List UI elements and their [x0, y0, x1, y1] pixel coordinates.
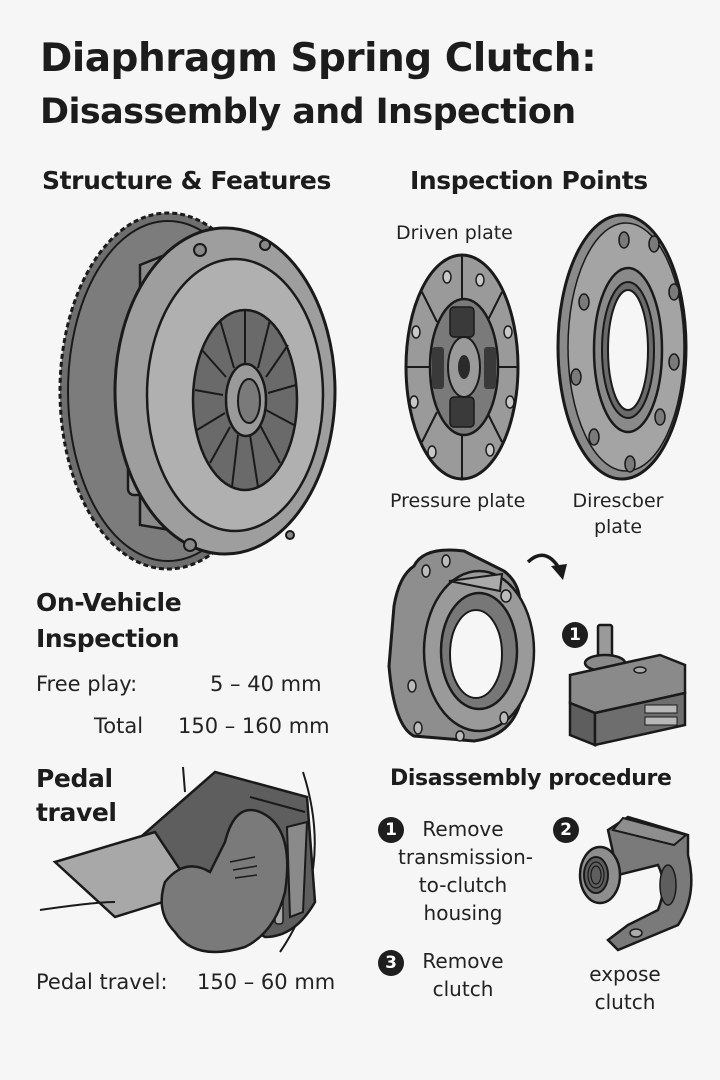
step-3-badge: 3 [378, 950, 404, 976]
total-label: Total [94, 714, 144, 738]
step-1-line4: housing [423, 901, 503, 925]
step-1-line3: to-clutch [418, 873, 508, 897]
clutch-housing-icon [387, 548, 536, 743]
pressure-plate-label: Pressure plate [390, 490, 526, 512]
pedal-travel-label: Pedal travel: [36, 970, 168, 994]
step-3-text: Remove clutch [408, 947, 518, 1003]
step-2-line2: clutch [594, 990, 656, 1014]
third-plate-label-line1: Direscber [572, 490, 664, 512]
housing-step-badge: 1 [562, 622, 588, 648]
pedal-travel-value: 150 – 60 mm [197, 970, 336, 994]
on-vehicle-heading-line2: Inspection [36, 624, 180, 653]
step-2-line1: expose [589, 962, 661, 986]
rotate-arrow-icon [526, 553, 567, 580]
free-play-value: 5 – 40 mm [210, 672, 322, 696]
foot-on-pedal-icon [39, 766, 317, 954]
release-actuator-icon [568, 623, 687, 747]
diaphragm-spring-fingers [194, 310, 297, 488]
inspection-points-heading: Inspection Points [410, 166, 648, 195]
page-title-line2: Disassembly and Inspection [40, 92, 576, 132]
step-2-badge: 2 [553, 817, 579, 843]
total-value: 150 – 160 mm [178, 714, 330, 738]
step-1-line1: Remove [422, 817, 504, 841]
clutch-flywheel-assembly-icon [58, 211, 337, 571]
driven-plate-disc-icon [404, 253, 520, 481]
driven-plate-label: Driven plate [396, 222, 513, 244]
disassembly-heading: Disassembly procedure [390, 766, 672, 791]
step-1-text: Remove transmission- to-clutch housing [398, 815, 533, 927]
pedal-heading-line1: Pedal [36, 764, 113, 793]
step-3-line1: Remove [422, 949, 504, 973]
step-1-badge: 1 [378, 817, 404, 843]
page-title-line1: Diaphragm Spring Clutch: [40, 36, 597, 81]
release-fork-bearing-icon [578, 815, 693, 952]
free-play-label: Free play: [36, 672, 138, 696]
step-3-line2: clutch [432, 977, 494, 1001]
on-vehicle-heading-line1: On-Vehicle [36, 588, 182, 617]
step-1-line2: transmission- [398, 845, 533, 869]
step-2-text: expose clutch [570, 960, 680, 1016]
pedal-heading-line2: travel [36, 798, 117, 827]
flange-plate-ring-icon [556, 213, 688, 481]
structure-heading: Structure & Features [42, 166, 331, 195]
third-plate-label-line2: plate [593, 516, 643, 538]
